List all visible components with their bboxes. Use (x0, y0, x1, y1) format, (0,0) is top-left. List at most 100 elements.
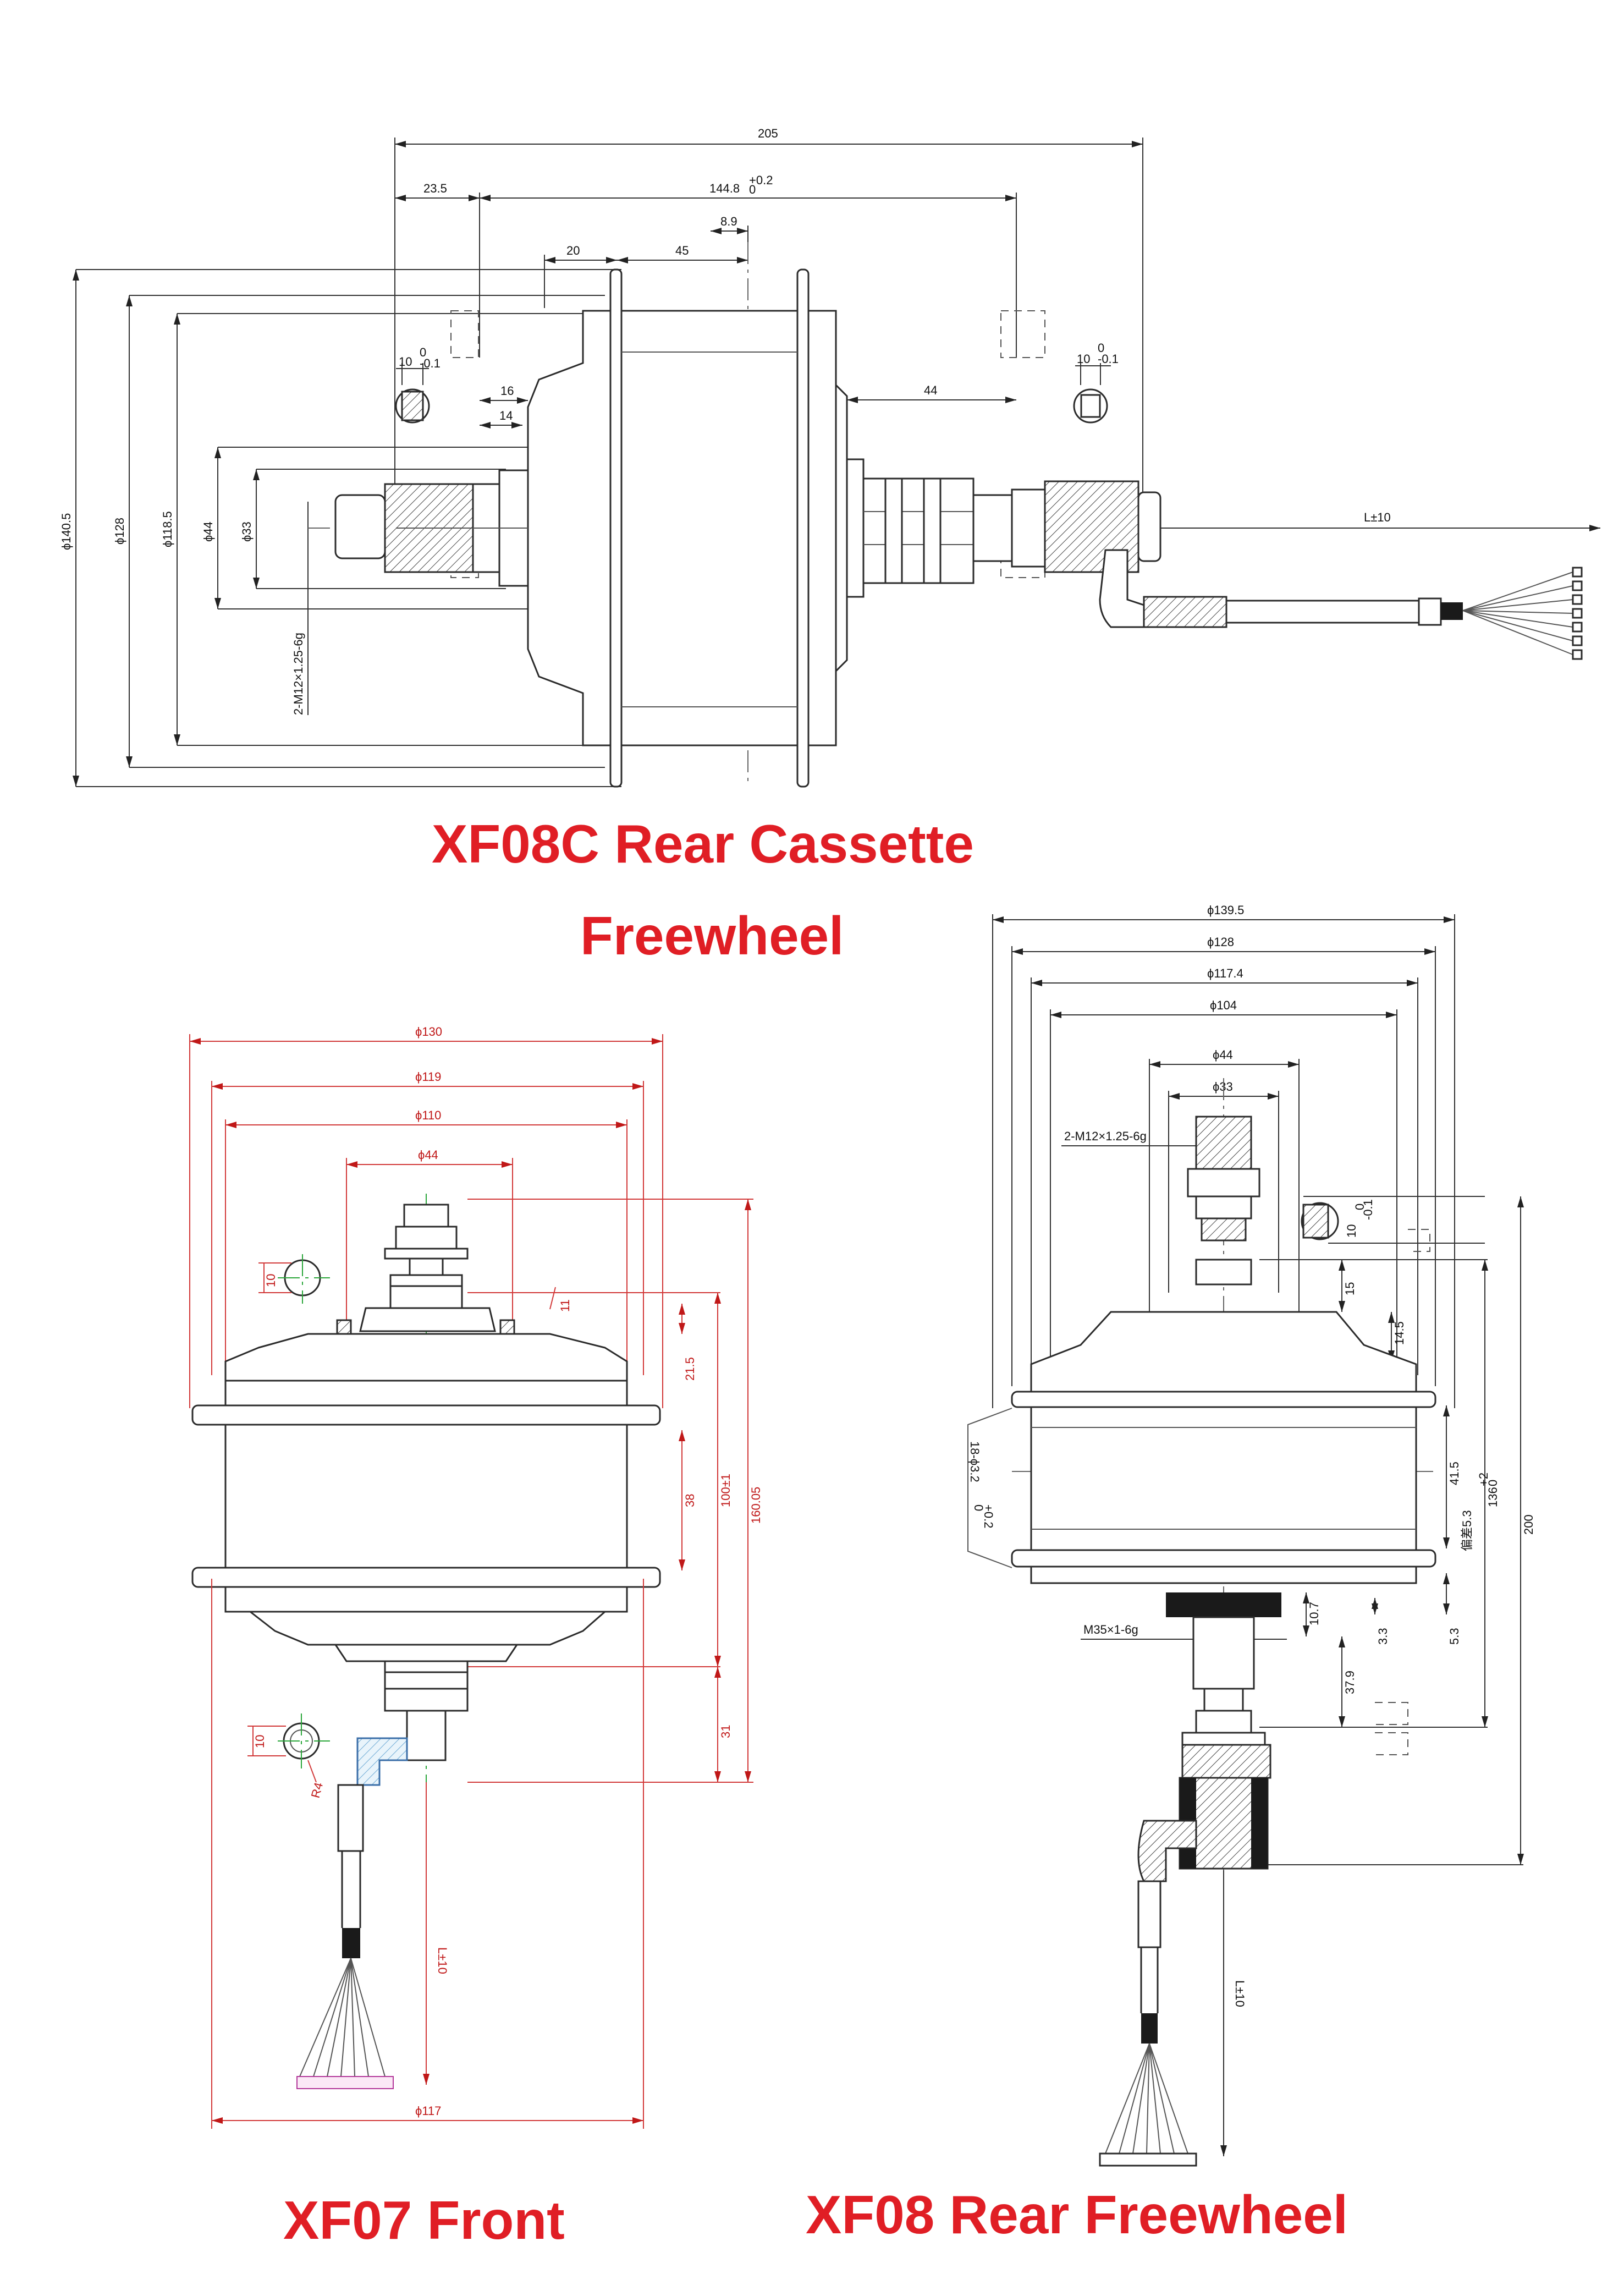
dim-r4-label: R4 (309, 1781, 326, 1800)
hub-shell (224, 1424, 628, 1569)
hub-bottom-ring (1030, 1566, 1417, 1584)
dim-41-5-label: 41.5 (1447, 1462, 1461, 1485)
freewheel-thread (1166, 1592, 1281, 1617)
cassette-spline (923, 477, 942, 584)
dim-flat-left-tol2: -0.1 (420, 356, 441, 370)
dim-phi128-label: ϕ128 (113, 518, 126, 545)
hub-bottom-flange (191, 1567, 661, 1588)
dropout-outline-left (450, 310, 479, 358)
dim-holes-label: 18-ϕ3.2 (968, 1441, 982, 1482)
dim-phi128-label: ϕ128 (1207, 935, 1234, 949)
cable-sleeve (1137, 1880, 1161, 1948)
hub-top-cover (224, 1333, 628, 1382)
hub-left-cover (527, 310, 612, 746)
dim-note-label: 偏差5.3 (1460, 1510, 1474, 1551)
dim-line-11 (549, 1287, 556, 1310)
axle-thread (1201, 1217, 1247, 1242)
dim-205-label: 205 (758, 127, 778, 140)
hub-top-flange (191, 1404, 661, 1426)
r4-leader (307, 1760, 317, 1783)
dim-phi44-label: ϕ44 (201, 521, 215, 542)
top-screw-right (499, 1319, 515, 1336)
dim-phi110-label: ϕ110 (415, 1108, 441, 1122)
dim-38-label: 38 (683, 1494, 697, 1507)
dim-8-9-label: 8.9 (720, 215, 737, 228)
dim-flat-left-tol: 0 (420, 345, 426, 359)
dim-3-3-label: 3.3 (1376, 1628, 1390, 1645)
cassette-body (862, 477, 975, 584)
axle-bottom-spacer (1181, 1744, 1271, 1779)
cable-sleeve (337, 1784, 364, 1852)
right-washer (1011, 488, 1046, 568)
dim-phi140-5-label: ϕ140.5 (59, 513, 73, 550)
dim-160-label: 160.05 (749, 1487, 763, 1524)
axle-bottom-shaft (406, 1710, 447, 1761)
dim-10-bot-label: 10 (253, 1735, 267, 1748)
dropout-outline (1375, 1732, 1408, 1755)
hub-bottom-ring (224, 1586, 628, 1613)
dim-holes-tol: +0.2 (982, 1504, 995, 1528)
dim-cable-len-label: L±10 (436, 1947, 449, 1974)
title-xf08c-line2: Freewheel (580, 905, 844, 966)
axle-top-washer (384, 1248, 469, 1260)
dim-10-top-label: 10 (264, 1274, 278, 1287)
axle-cable-nut-edge (1251, 1778, 1268, 1869)
dim-45-label: 45 (675, 244, 689, 257)
dim-31-label: 31 (719, 1725, 733, 1738)
dim-144-8-label: 144.8 (709, 182, 740, 195)
dim-37-9-label: 37.9 (1343, 1671, 1357, 1694)
top-screw-left (336, 1319, 352, 1336)
holes-leader (967, 1408, 1012, 1568)
dim-holes-tol2: 0 (972, 1504, 986, 1511)
axle-washer (389, 1274, 463, 1287)
dim-flat-right-label: 10 (1077, 352, 1090, 366)
dim-phi44-label: ϕ44 (418, 1148, 438, 1162)
cable-connector (1418, 597, 1442, 626)
dim-136-tol: +2 (1477, 1473, 1490, 1486)
cable-elbow (1099, 549, 1145, 628)
dim-136-label: 136 (1486, 1487, 1500, 1507)
title-xf08c-line1: XF08C Rear Cassette (432, 814, 974, 874)
hub-top-flange (1011, 1391, 1436, 1408)
hub-right-cover (807, 310, 837, 746)
cassette-spline (884, 477, 903, 584)
axle-flat-hatch (1302, 1204, 1329, 1239)
freewheel-shaft (1192, 1616, 1255, 1690)
cable-elbow (1137, 1820, 1197, 1882)
dim-phi44-label: ϕ44 (1213, 1048, 1233, 1062)
axle-bottom-washer (384, 1660, 469, 1673)
dim-cable-len-label: L±10 (1233, 1980, 1247, 2007)
dim-m35-label: M35×1-6g (1083, 1623, 1138, 1636)
dim-144-8-tol: +0.2 (749, 173, 773, 187)
dim-phi104-label: ϕ104 (1210, 998, 1237, 1012)
axle-bottom-nut (384, 1688, 469, 1712)
cable-connector (342, 1928, 360, 1958)
wire-terminals (296, 2076, 394, 2089)
xf07-drawing: ϕ130 ϕ119 ϕ110 ϕ44 21.5 38 100±1 160.05 … (189, 1025, 763, 2129)
dim-flat-right-tol: 0 (1098, 341, 1104, 355)
dim-5-3-label: 5.3 (1447, 1628, 1461, 1645)
dim-flat-label: 10 (1345, 1224, 1358, 1238)
dim-20-label: 20 (566, 244, 580, 257)
dim-phi33-label: ϕ33 (1213, 1080, 1233, 1094)
dim-flat-right-tol2: -0.1 (1098, 352, 1119, 366)
dim-phi119-label: ϕ119 (415, 1070, 441, 1084)
title-xf07: XF07 Front (283, 2190, 565, 2250)
axle-bottom-nut (1195, 1259, 1252, 1286)
axle-shaft (409, 1257, 444, 1276)
hub-right-flange (796, 268, 810, 788)
axle-bottom-nut (1195, 1710, 1252, 1734)
top-cover-cap (359, 1307, 496, 1332)
cable-wires (1105, 2043, 1188, 2154)
hub-right-bevel (835, 383, 848, 673)
dropout-outline (1375, 1702, 1408, 1725)
right-spacer (972, 494, 1013, 562)
cable-wires (299, 1958, 386, 2077)
dim-10-7-label: 10.7 (1307, 1602, 1321, 1625)
dim-phi117-4-label: ϕ117.4 (1207, 966, 1243, 980)
xf08-drawing: ϕ139.5 ϕ128 ϕ117.4 ϕ104 ϕ44 ϕ33 2-M12×1.… (967, 903, 1535, 2167)
axle-top-nut (403, 1204, 449, 1228)
hub-shell (1030, 1406, 1417, 1551)
axle-bottom-spacer (384, 1671, 469, 1690)
